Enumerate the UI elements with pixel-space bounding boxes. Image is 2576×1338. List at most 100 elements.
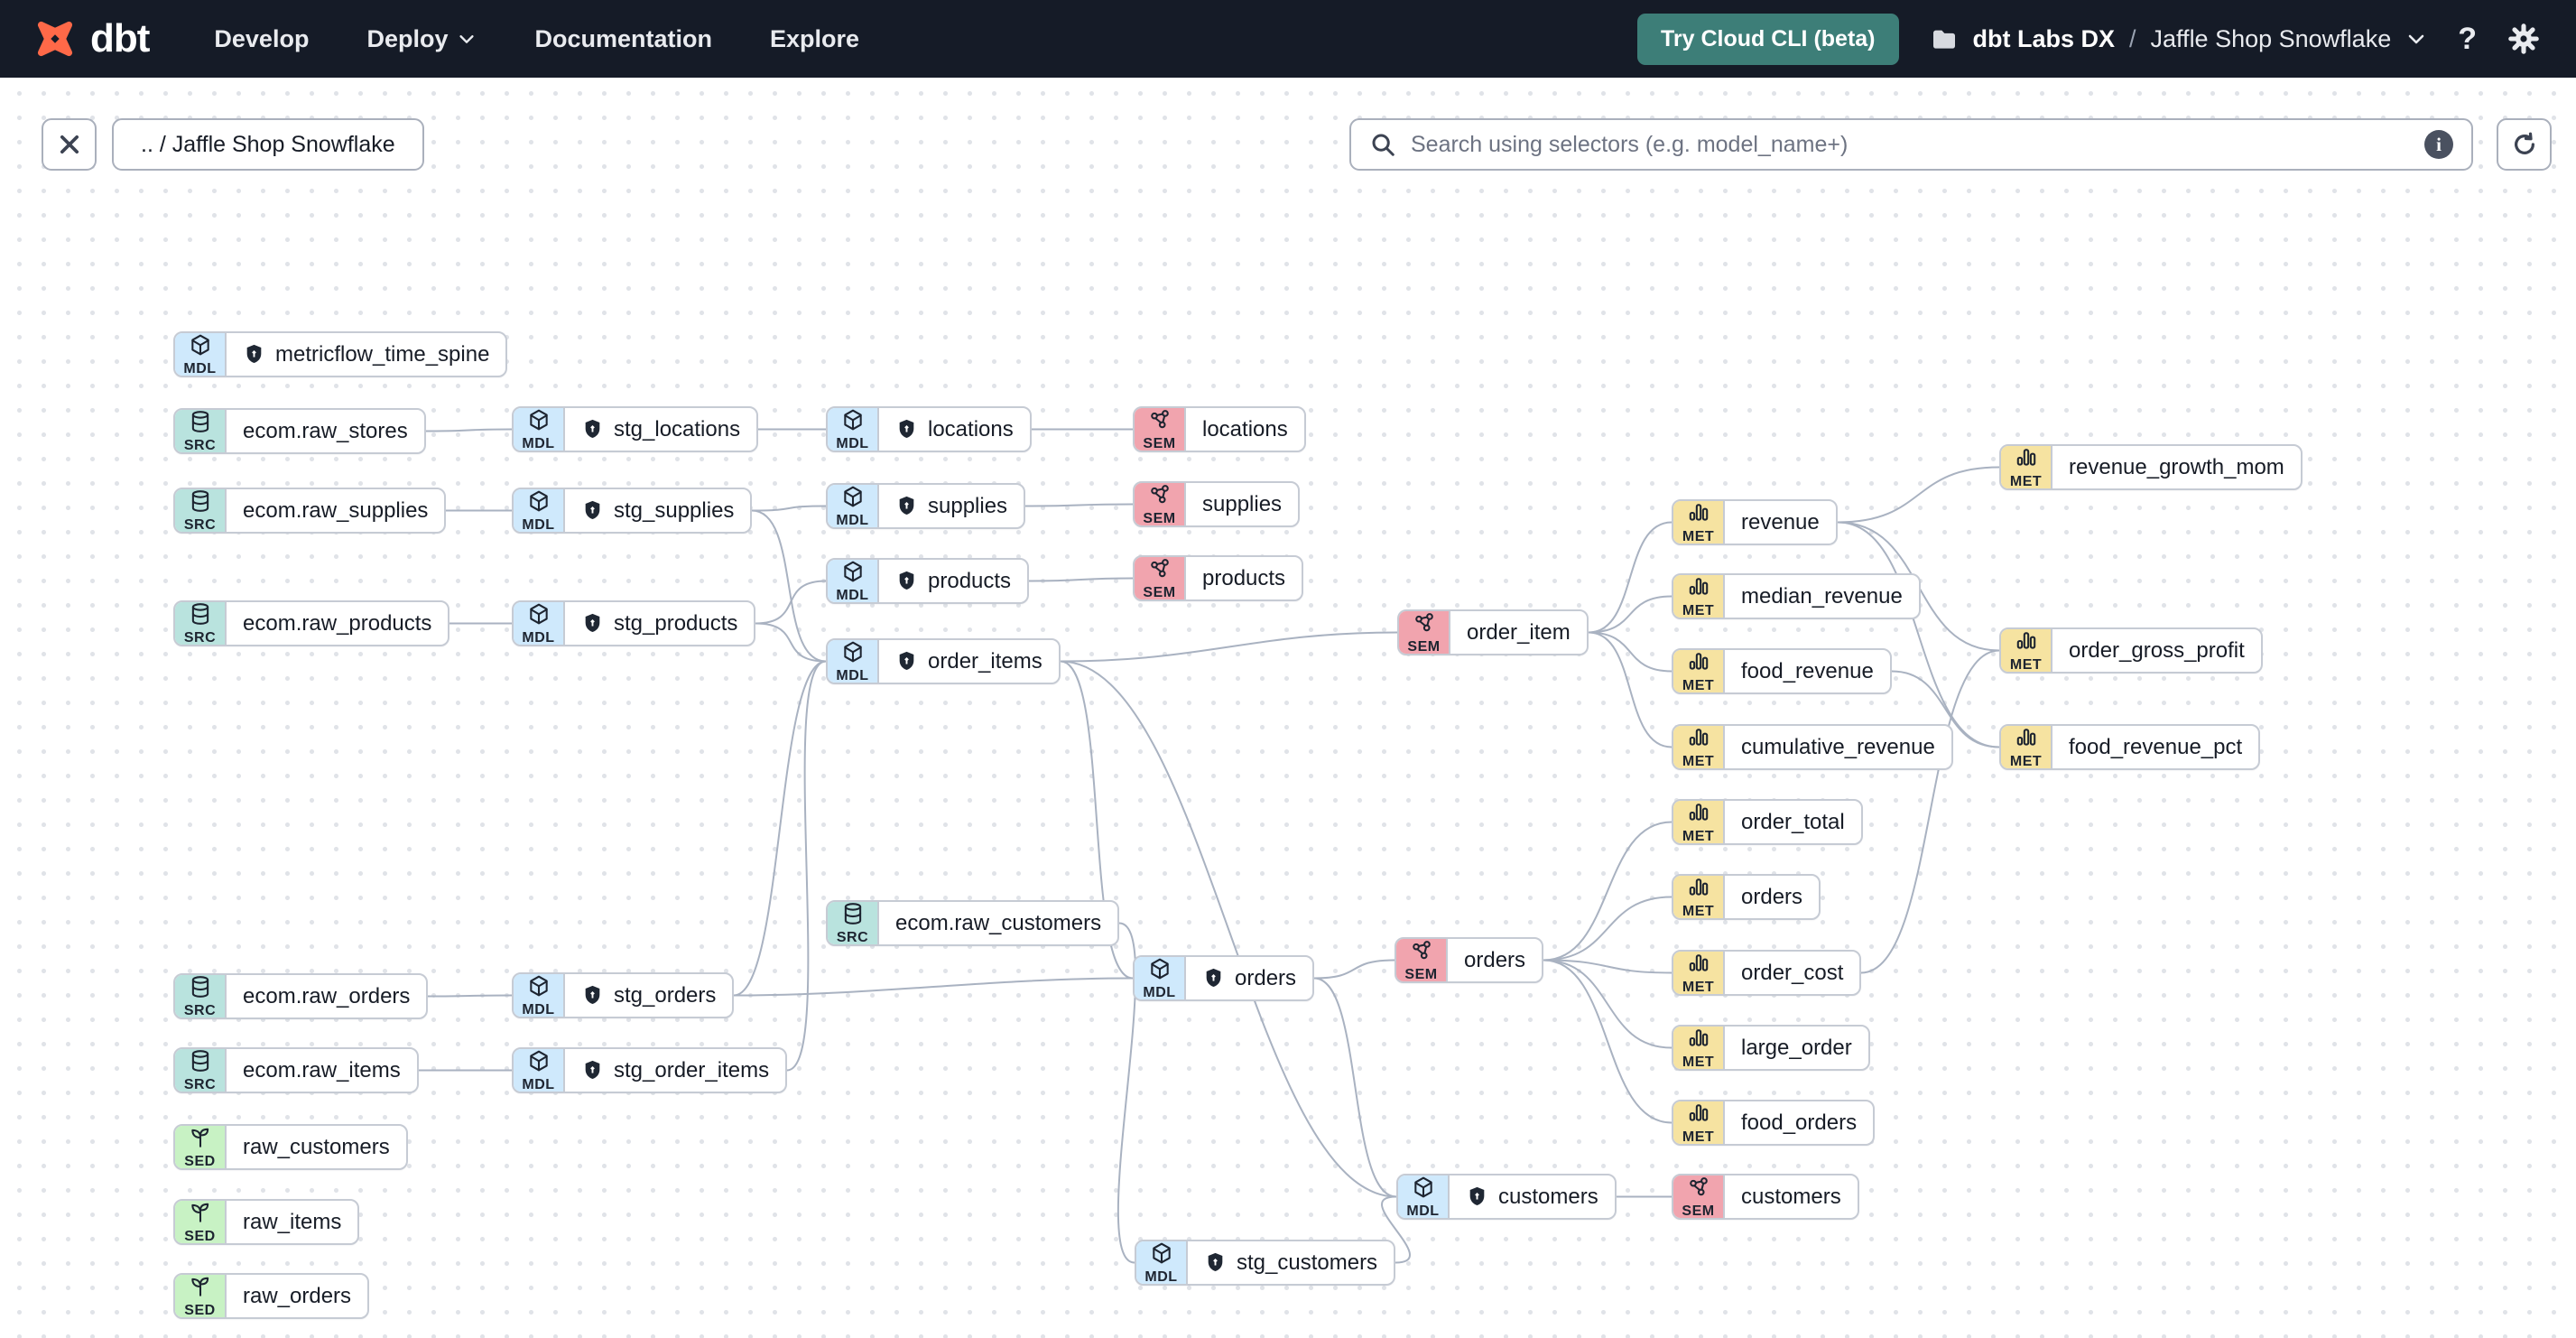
refresh-graph-button[interactable] bbox=[2497, 118, 2552, 171]
node-label: ecom.raw_orders bbox=[243, 983, 411, 1008]
node-type-label: MET bbox=[1682, 1054, 1715, 1070]
edge-mdl_stg_supplies-mdl_supplies bbox=[751, 505, 827, 512]
edge-mdl_stg_orders-mdl_order_items bbox=[733, 660, 827, 997]
node-body: products bbox=[879, 560, 1027, 602]
node-type-label: SRC bbox=[183, 1002, 217, 1018]
node-type-label: MET bbox=[1682, 903, 1715, 919]
node-type-label: SEM bbox=[1143, 435, 1176, 451]
nav-item-documentation[interactable]: Documentation bbox=[534, 25, 712, 53]
edge-mdl_orders-mdl_customers bbox=[1313, 977, 1397, 1198]
node-type-label: MDL bbox=[522, 1001, 555, 1017]
node-label: order_gross_profit bbox=[2069, 637, 2245, 663]
node-type-label: MDL bbox=[836, 435, 869, 451]
lineage-breadcrumb[interactable]: .. / Jaffle Shop Snowflake bbox=[112, 118, 424, 171]
node-body: food_revenue_pct bbox=[2052, 726, 2258, 768]
metric-bars-icon bbox=[1687, 876, 1710, 904]
graph-node-sed_raw_customers[interactable]: SED raw_customers bbox=[173, 1124, 408, 1170]
node-type-label: MET bbox=[1682, 528, 1715, 544]
graph-node-src_raw_orders[interactable]: SRC ecom.raw_orders bbox=[173, 973, 429, 1019]
node-type-label: SRC bbox=[183, 516, 217, 533]
node-label: locations bbox=[1202, 416, 1288, 441]
metric-bars-icon bbox=[2015, 629, 2038, 657]
node-type-label: SEM bbox=[1143, 584, 1176, 600]
project-switcher[interactable]: dbt Labs DX / Jaffle Shop Snowflake bbox=[1930, 24, 2428, 53]
node-type-badge: MDL bbox=[828, 485, 879, 527]
nav-item-deploy[interactable]: Deploy bbox=[366, 25, 477, 53]
node-type-badge: SED bbox=[175, 1275, 227, 1317]
node-label: raw_customers bbox=[243, 1134, 390, 1159]
seedling-icon bbox=[189, 1201, 212, 1229]
semantic-graph-icon bbox=[1148, 557, 1172, 585]
node-type-label: SED bbox=[184, 1302, 216, 1318]
close-lineage-button[interactable] bbox=[42, 118, 97, 171]
help-icon[interactable]: ? bbox=[2458, 21, 2477, 56]
graph-node-met_food_revenue_pct[interactable]: MET food_revenue_pct bbox=[1999, 724, 2261, 770]
edge-met_revenue-met_revenue_growth_mom bbox=[1837, 466, 2000, 524]
node-type-badge: SEM bbox=[1396, 939, 1448, 981]
settings-gear-icon[interactable] bbox=[2507, 23, 2540, 55]
chevron-down-icon bbox=[459, 35, 475, 43]
node-body: ecom.raw_stores bbox=[227, 410, 424, 452]
node-label: order_item bbox=[1467, 619, 1571, 645]
edge-sem_order_item-met_median_revenue bbox=[1588, 595, 1673, 634]
info-icon[interactable]: i bbox=[2424, 130, 2453, 159]
node-label: customers bbox=[1498, 1184, 1598, 1209]
node-type-badge: SED bbox=[175, 1126, 227, 1168]
metric-bars-icon bbox=[2015, 726, 2038, 754]
node-type-badge: MET bbox=[2001, 726, 2052, 768]
dbt-logo[interactable]: dbt bbox=[32, 16, 150, 61]
node-type-label: MET bbox=[2009, 753, 2043, 769]
graph-node-sem_locations[interactable]: SEM locations bbox=[1133, 406, 1306, 452]
selector-search-input[interactable] bbox=[1411, 131, 2410, 158]
semantic-graph-icon bbox=[1148, 483, 1172, 511]
edge-sem_order_item-met_cumulative_revenue bbox=[1588, 631, 1673, 748]
node-body: order_items bbox=[879, 640, 1059, 683]
node-type-badge: MET bbox=[1673, 726, 1725, 768]
node-type-badge: MET bbox=[1673, 1027, 1725, 1069]
try-cloud-cli-button[interactable]: Try Cloud CLI (beta) bbox=[1637, 13, 1899, 65]
nav-item-develop[interactable]: Develop bbox=[214, 25, 309, 53]
node-type-label: MET bbox=[1682, 753, 1715, 769]
nav-item-explore[interactable]: Explore bbox=[770, 25, 859, 53]
node-body: stg_products bbox=[565, 602, 754, 645]
node-type-badge: SEM bbox=[1673, 1175, 1725, 1218]
metric-bars-icon bbox=[1687, 801, 1710, 829]
